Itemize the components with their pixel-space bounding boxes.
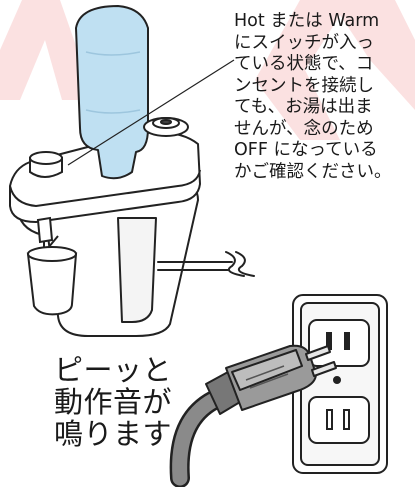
tap-nozzle	[36, 216, 54, 250]
instruction-line: ている状態で、コ	[234, 54, 374, 74]
instruction-line: にスイッチが入っ	[234, 32, 374, 53]
pointer-line	[67, 59, 235, 166]
power-cord	[157, 251, 255, 277]
background-watermark	[0, 0, 415, 140]
sound-line: 鳴ります	[54, 417, 173, 451]
instruction-line: Hot または Warm	[234, 11, 380, 31]
sound-line: ピーッと	[54, 353, 173, 387]
instruction-line: かご確認ください。	[234, 161, 392, 182]
instruction-text: Hot または Warm にスイッチが入っ ている状態で、コ ンセントを接続し …	[234, 11, 415, 183]
instruction-line: ても、お湯は出ま	[234, 97, 373, 117]
instruction-line: せんが、念のため	[234, 118, 374, 139]
cup	[26, 246, 78, 316]
instruction-line: ンセントを接続し	[234, 75, 374, 96]
power-plug	[169, 344, 337, 487]
lid-cap	[29, 151, 63, 178]
sound-line: 動作音が	[54, 385, 173, 419]
beep-sound-text: ピーッと 動作音が 鳴ります	[54, 354, 184, 450]
instruction-line: OFF になっている	[234, 140, 378, 160]
wall-outlet	[292, 294, 388, 474]
bottle-cap	[143, 117, 189, 137]
